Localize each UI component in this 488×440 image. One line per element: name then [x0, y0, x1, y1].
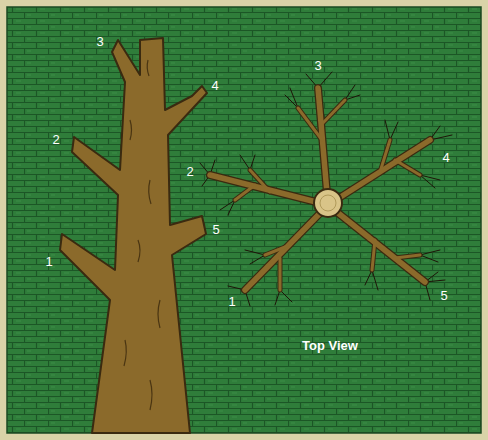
callout-number: 5 — [212, 223, 219, 237]
tree-trunk — [60, 38, 207, 433]
bark-mark — [158, 300, 160, 328]
callout-number: 3 — [314, 59, 321, 73]
branch — [235, 100, 420, 290]
branch — [210, 88, 430, 290]
callout-number: 2 — [186, 165, 193, 179]
callout-number: 1 — [228, 295, 235, 309]
bark-mark — [147, 60, 149, 76]
branches — [210, 88, 430, 290]
bark-mark — [150, 380, 152, 410]
view-caption: Top View — [302, 339, 358, 353]
branch-outlines — [210, 88, 430, 290]
callout-number: 4 — [211, 79, 218, 93]
branch-outline — [235, 100, 420, 290]
callout-number: 5 — [440, 289, 447, 303]
callout-number: 1 — [45, 255, 52, 269]
bark-mark — [138, 240, 140, 262]
bark-mark — [130, 120, 132, 140]
callout-number: 3 — [96, 35, 103, 49]
callout-number: 2 — [52, 133, 59, 147]
brick-wall — [7, 7, 481, 433]
twigs — [200, 72, 452, 306]
branch-outline — [210, 88, 430, 290]
trunk-cross-section — [314, 189, 342, 217]
bark-marks — [124, 60, 160, 410]
callout-number: 4 — [442, 151, 449, 165]
bark-mark — [124, 340, 126, 366]
bark-mark — [149, 180, 151, 204]
growth-ring — [320, 195, 336, 211]
twig — [385, 120, 452, 188]
